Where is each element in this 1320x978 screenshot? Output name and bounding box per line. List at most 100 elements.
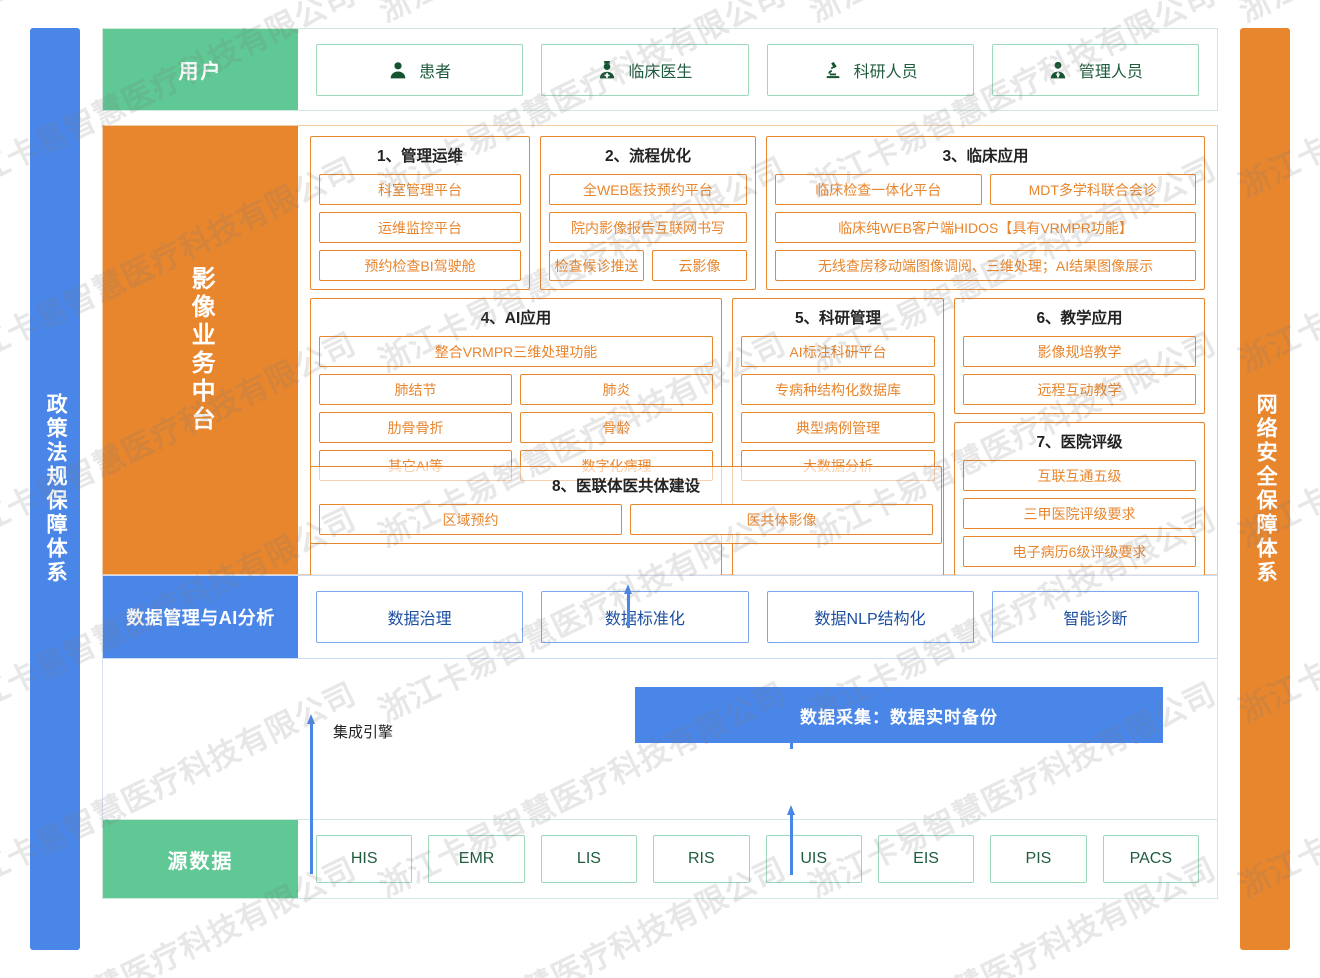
data-management-card-2[interactable]: 数据标准化 [541,591,749,643]
platform-item-chip[interactable]: 医共体影像 [630,504,933,535]
arrow-shaft [627,593,630,628]
chip-row: 专病种结构化数据库 [741,374,935,405]
platform-item-chip[interactable]: AI标注科研平台 [741,336,935,367]
chip-row: 科室管理平台 [319,174,521,205]
platform-group-7: 7、医院评级互联互通五级三甲医院评级要求电子病历6级评级要求 [954,422,1205,576]
chip-row: 无线查房移动端图像调阅、三维处理；AI结果图像展示 [775,250,1196,281]
microscope-icon [823,60,843,80]
source-data-card-pacs[interactable]: PACS [1102,835,1199,883]
data-management-band: 数据管理与AI分析 数据治理数据标准化数据NLP结构化智能诊断 [102,575,1218,659]
platform-item-chip[interactable]: 肺炎 [520,374,713,405]
chip-row: 肺结节肺炎 [319,374,713,405]
platform-item-chip[interactable]: 骨龄 [520,412,713,443]
platform-item-chip[interactable]: 临床检查一体化平台 [775,174,982,205]
platform-item-chip[interactable]: 典型病例管理 [741,412,935,443]
source-data-card-pis[interactable]: PIS [990,835,1087,883]
platform-item-chip[interactable]: 肋骨骨折 [319,412,512,443]
chip-row: 影像规培教学 [963,336,1196,367]
source-data-card-eis[interactable]: EIS [877,835,975,883]
arrow-up-to-platform [624,584,633,628]
platform-item-chip[interactable]: 互联互通五级 [963,460,1196,491]
chip-row: 区域预约医共体影像 [319,504,933,535]
user-card-label: 科研人员 [853,63,918,81]
platform-group-area: 1、管理运维科室管理平台运维监控平台预约检查BI驾驶舱 2、流程优化全WEB医技预… [298,126,1217,576]
platform-group-title: 7、医院评级 [1036,434,1123,451]
user-card-label: 管理人员 [1078,63,1143,81]
platform-item-chip[interactable]: 远程互动教学 [963,374,1196,405]
chip-row: 三甲医院评级要求 [963,498,1196,529]
chip-row: 肋骨骨折骨龄 [319,412,713,443]
source-data-card-lis[interactable]: LIS [540,835,638,883]
user-card-4[interactable]: 管理人员 [991,43,1199,96]
chip-row: 远程互动教学 [963,374,1196,405]
user-card-1[interactable]: 患者 [316,43,524,96]
platform-item-chip[interactable]: 院内影像报告互联网书写 [549,212,747,243]
platform-group-title: 3、临床应用 [942,148,1029,165]
arrow-shaft [790,814,793,875]
platform-group-title: 6、教学应用 [1036,310,1123,327]
arrow-up-to-data-management [787,714,796,749]
integration-engine-label: 集成引擎 [333,724,394,741]
data-management-band-label: 数据管理与AI分析 [103,576,298,658]
platform-group-title: 4、AI应用 [480,310,552,327]
user-card-label: 临床医生 [628,63,693,81]
platform-item-chip[interactable]: 整合VRMPR三维处理功能 [319,336,713,367]
platform-item-chip[interactable]: 运维监控平台 [319,212,521,243]
users-band: 用户 患者 临床医生 科研人员 管理人员 [102,28,1218,111]
data-management-card-4[interactable]: 智能诊断 [991,591,1199,643]
data-management-card-3[interactable]: 数据NLP结构化 [766,591,974,643]
platform-item-chip[interactable]: MDT多学科联合会诊 [989,174,1196,205]
platform-item-chip[interactable]: 科室管理平台 [319,174,521,205]
platform-item-chip[interactable]: 专病种结构化数据库 [741,374,935,405]
source-data-card-ris[interactable]: RIS [653,835,750,883]
chip-row: 典型病例管理 [741,412,935,443]
platform-band-label: 影像业务中台 [103,126,298,574]
platform-item-chip[interactable]: 电子病历6级评级要求 [963,536,1196,567]
platform-item-chip[interactable]: 云影像 [652,250,747,281]
arrow-shaft [790,723,793,749]
arrow-up-to-collection-bar [787,805,796,875]
platform-group-8: 8、医联体医共体建设区域预约医共体影像 [310,466,942,544]
platform-group-6: 6、教学应用影像规培教学远程互动教学 [954,298,1205,414]
platform-item-chip[interactable]: 影像规培教学 [963,336,1196,367]
arrow-head-icon [787,714,795,724]
imaging-platform-band: 影像业务中台 1、管理运维科室管理平台运维监控平台预约检查BI驾驶舱 2、流程优化… [102,125,1218,576]
right-sidebar-network-security: 网络安全保障体系 [1240,28,1290,950]
data-management-card-1[interactable]: 数据治理 [316,591,524,643]
connector-zone: 集成引擎 数据采集：数据实时备份 [102,659,1218,819]
platform-item-chip[interactable]: 全WEB医技预约平台 [549,174,747,205]
platform-item-chip[interactable]: 肺结节 [319,374,512,405]
platform-item-chip[interactable]: 无线查房移动端图像调阅、三维处理；AI结果图像展示 [775,250,1196,281]
platform-row-top: 1、管理运维科室管理平台运维监控平台预约检查BI驾驶舱 2、流程优化全WEB医技预… [310,136,1205,290]
platform-item-chip[interactable]: 区域预约 [319,504,622,535]
source-data-band: 源数据 HIS EMR LIS RIS UIS EIS PIS PACS [102,819,1218,899]
arrow-head-icon [787,805,795,815]
data-collection-bar: 数据采集：数据实时备份 [635,687,1163,743]
platform-group-title: 5、科研管理 [794,310,882,327]
users-band-label: 用户 [103,29,298,110]
user-icon [388,60,408,80]
chip-row: 全WEB医技预约平台 [549,174,747,205]
platform-item-chip[interactable]: 临床纯WEB客户端HIDOS【具有VRMPR功能】 [775,212,1196,243]
manager-icon [1048,60,1068,80]
platform-item-chip[interactable]: 预约检查BI驾驶舱 [319,250,521,281]
source-data-card-his[interactable]: HIS [316,835,413,883]
source-data-card-uis[interactable]: UIS [765,835,862,883]
diagram-center-column: 用户 患者 临床医生 科研人员 管理人员 影像业务中台 1、管理运维科室管理平台运维监… [102,28,1218,950]
doctor-icon [597,60,617,80]
chip-row: 临床纯WEB客户端HIDOS【具有VRMPR功能】 [775,212,1196,243]
platform-item-chip[interactable]: 检查候诊推送 [549,250,644,281]
user-card-3[interactable]: 科研人员 [766,43,974,96]
source-data-card-list: HIS EMR LIS RIS UIS EIS PIS PACS [298,820,1217,898]
platform-group-1: 1、管理运维科室管理平台运维监控平台预约检查BI驾驶舱 [310,136,530,290]
arrow-head-icon [307,714,315,724]
platform-group-title: 2、流程优化 [604,148,692,165]
data-management-card-list: 数据治理数据标准化数据NLP结构化智能诊断 [298,576,1217,658]
source-data-band-label: 源数据 [103,820,298,898]
platform-item-chip[interactable]: 三甲医院评级要求 [963,498,1196,529]
user-card-2[interactable]: 临床医生 [541,43,749,96]
source-data-card-emr[interactable]: EMR [428,835,525,883]
